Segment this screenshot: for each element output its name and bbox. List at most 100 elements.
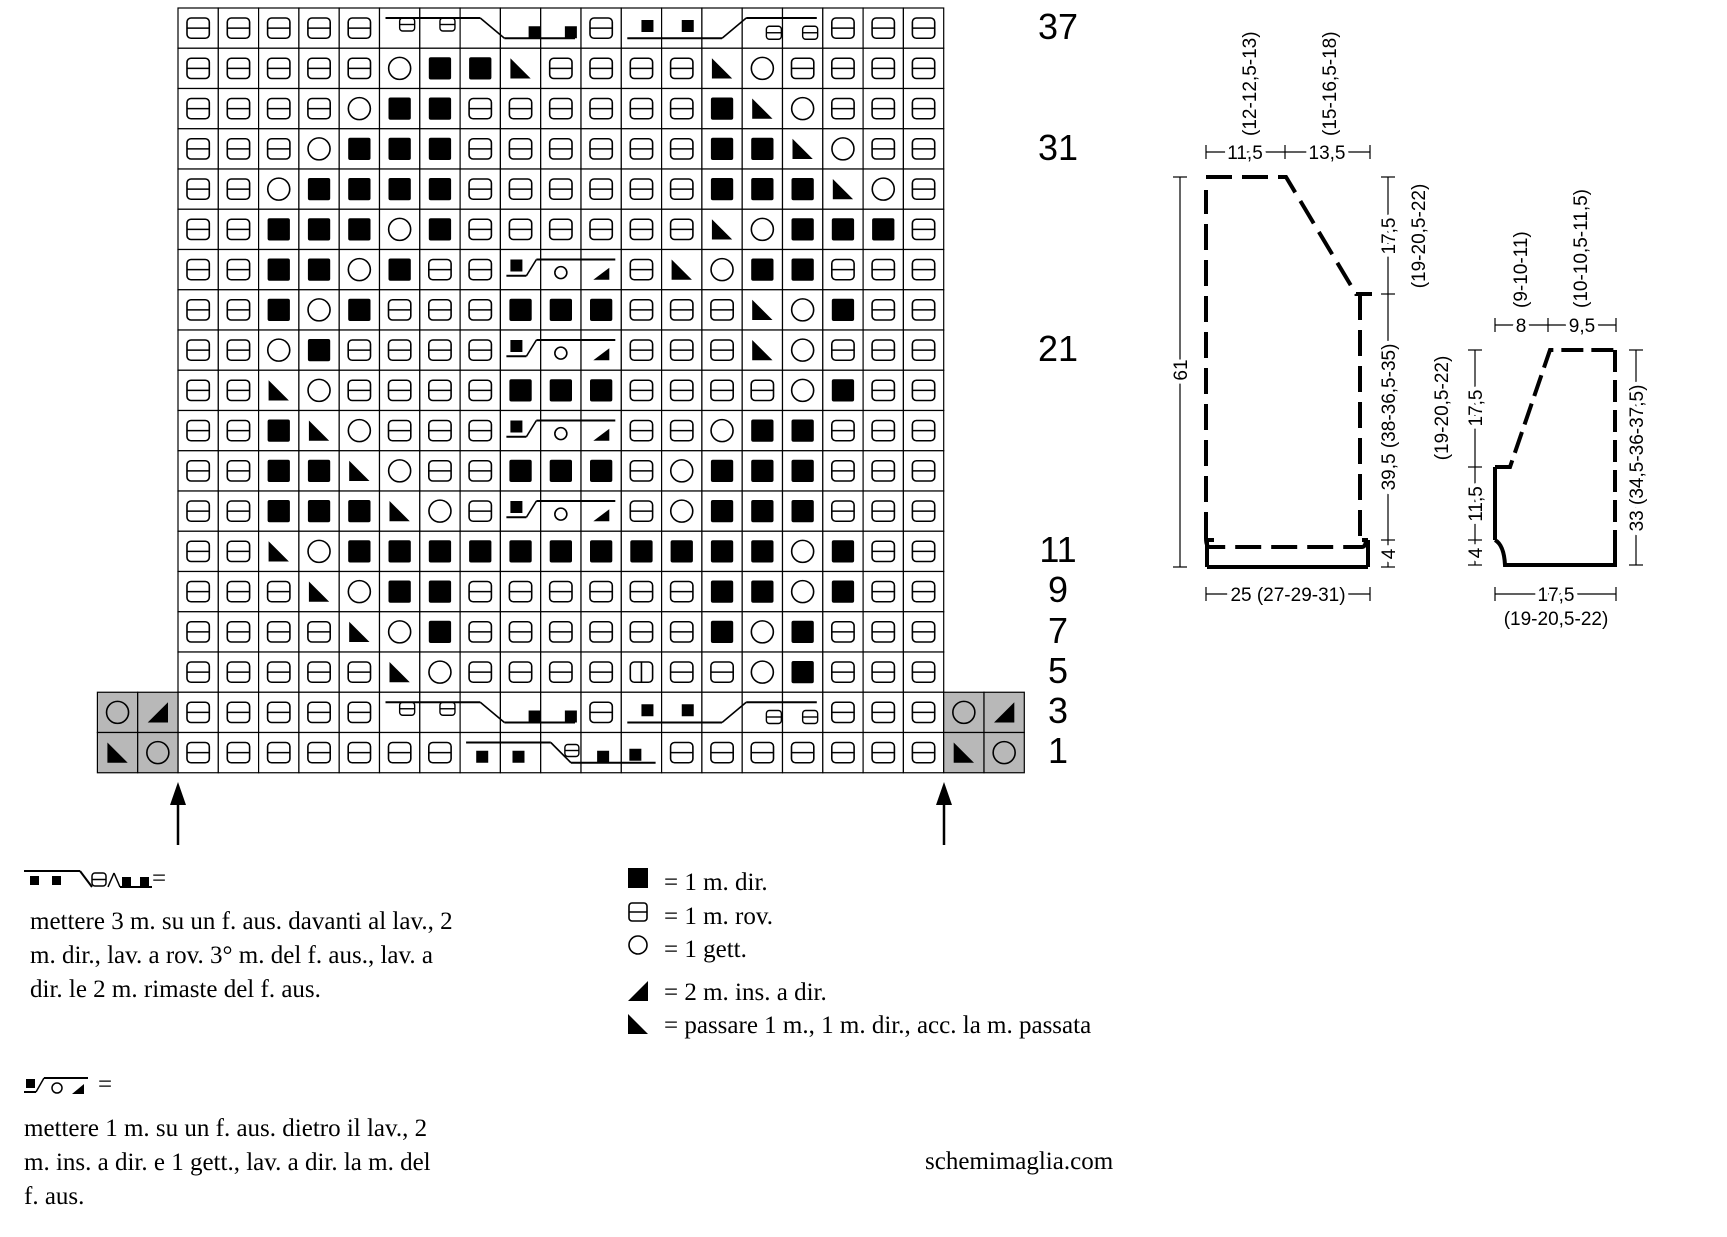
chart-cell [298,731,340,774]
chart-cell [338,248,381,291]
sleeve-left-mid: 11,5 [1466,486,1487,522]
edge-cell [943,691,985,734]
chart-cell [540,289,582,331]
sleeve-top-right-alt: (10-10,5-11,5) [1571,189,1592,308]
row-number-3: 3 [1047,690,1069,731]
chart-cell [822,128,864,170]
row-number-9: 9 [1047,569,1069,610]
chart-cell [862,87,904,130]
chart-cell [580,329,622,371]
ssk-icon [628,1014,648,1034]
chart-cell [540,329,582,371]
row-number-21: 21 [1037,328,1079,369]
chart-cell [338,409,381,452]
stitch-chart [96,7,1025,845]
purl-icon [628,902,648,922]
chart-cell [378,450,421,492]
chart-cell [540,7,582,49]
k2tog-icon [628,981,648,1001]
chart-cell [781,128,824,170]
chart-cell [781,87,824,130]
legend-knit-text: = 1 m. dir. [664,869,768,896]
chart-cell [822,530,864,573]
sleeve-bottom-width: 17,5 [1538,585,1575,606]
chart-cell [902,248,945,291]
body-right-top: 17,5 [1379,218,1400,255]
chart-cell [540,248,582,291]
chart-cell [298,530,340,573]
legend-k2tog-text: = 2 m. ins. a dir. [664,979,827,1006]
sleeve-top-left-alt: (9-10-11) [1511,231,1532,308]
body-top-left-alt: (12-12,5-13) [1240,31,1261,136]
cable-left-cross-equals: = [152,865,167,892]
sleeve-left-top-alt: (19-20,5-22) [1432,356,1453,461]
chart-cell [378,208,421,251]
chart-cell [338,570,381,613]
chart-cell [580,490,622,532]
row-number-31: 31 [1037,127,1079,168]
right-arrow-head [936,782,952,805]
chart-cell [177,611,219,653]
chart-cell [660,450,703,492]
row-number-7: 7 [1047,610,1069,651]
edge-cell [137,691,179,734]
body-left-height: 61 [1171,359,1192,380]
cable-left-cross-symbol [24,870,152,888]
chart-cell [701,7,743,49]
cable-back-cross-text-3: f. aus. [24,1183,85,1210]
chart-cell [862,168,904,210]
left-arrow-head [170,782,186,805]
chart-cell [741,289,784,331]
sleeve-left-top: 17,5 [1466,390,1487,427]
body-right-mid: 39,5 (38-36,5-35) [1379,344,1400,491]
chart-cell [459,7,502,49]
chart-cell [741,329,784,371]
sleeve-top-right: 9,5 [1569,316,1595,337]
cable-left-cross-text-3: dir. le 2 m. rimaste del f. aus. [30,976,321,1003]
legend-purl-text: = 1 m. rov. [664,903,773,930]
sleeve-bottom-width-alt: (19-20,5-22) [1504,609,1609,630]
row-number-37: 37 [1037,6,1079,47]
chart-cell [459,691,502,734]
cable-back-cross-symbol [24,1077,88,1094]
row-number-1: 1 [1047,730,1069,771]
website-credit: schemimaglia.com [925,1148,1114,1175]
chart-cell [419,450,461,492]
sleeve-right-height: 33 (34,5-36-37,5) [1627,385,1648,532]
cable-back-cross-text-1: mettere 1 m. su un f. aus. dietro il lav… [24,1115,428,1142]
chart-cell [781,369,824,412]
chart-cell [741,87,784,130]
chart-cell [338,87,381,130]
edge-cell [96,691,139,734]
chart-cell [781,289,824,331]
chart-cell [580,248,622,291]
sleeve-top-left: 8 [1516,316,1527,337]
edge-cell [96,731,139,774]
chart-cell [822,168,864,210]
chart-cell [620,168,663,210]
row-number-11: 11 [1039,529,1077,570]
edge-cell [983,731,1025,774]
body-outline [1204,190,1369,549]
body-top-right: 13,5 [1309,143,1346,164]
legend-ssk-text: = passare 1 m., 1 m. dir., acc. la m. pa… [664,1012,1092,1039]
cable-back-cross-text-2: m. ins. a dir. e 1 gett., lav. a dir. la… [24,1149,431,1176]
body-bottom-width: 25 (27-29-31) [1230,585,1345,606]
edge-cell [137,731,179,774]
body-right-top-alt: (19-20,5-22) [1409,184,1430,289]
chart-cell [781,530,824,573]
body-top-right-alt: (15-16,5-18) [1320,31,1341,136]
chart-cell [620,731,663,774]
chart-cell [540,409,582,452]
body-right-bottom: 4 [1379,548,1400,559]
chart-cell [660,490,703,532]
sleeve-left-bottom: 4 [1466,547,1487,558]
chart-cell [781,731,824,774]
cable-left-cross-text-1: mettere 3 m. su un f. aus. davanti al la… [30,908,453,935]
cable-back-cross-equals: = [98,1071,113,1098]
sleeve-outline [1495,348,1615,469]
cable-left-cross-text-2: m. dir., lav. a rov. 3° m. del f. aus., … [30,942,433,969]
knit-icon [628,868,648,888]
row-number-5: 5 [1047,650,1069,691]
body-top-left: 11,5 [1227,143,1263,164]
